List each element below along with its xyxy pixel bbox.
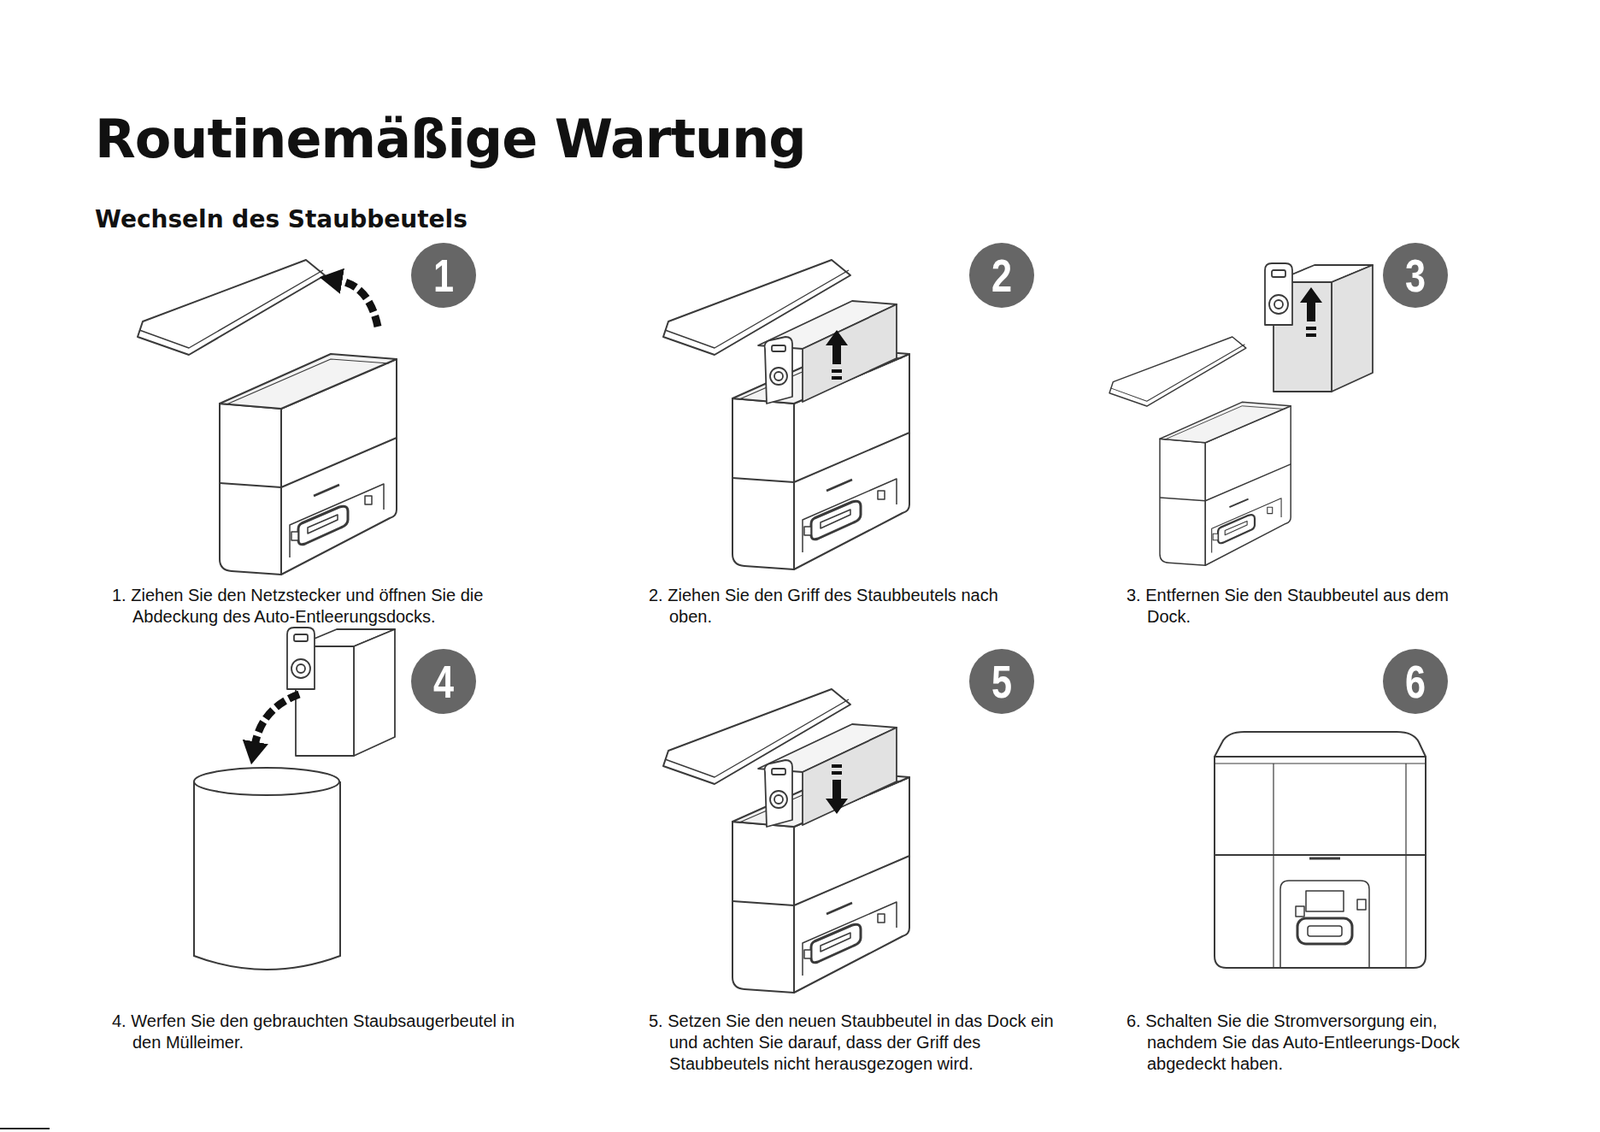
dock-lid	[1214, 731, 1426, 757]
dust-bag	[758, 300, 897, 404]
closed-dock	[1214, 731, 1426, 968]
step-number: 5	[969, 648, 1035, 714]
face-edge	[1272, 763, 1274, 968]
lid-edge	[1214, 762, 1426, 764]
up-arrow	[825, 329, 848, 380]
step-caption: 5. Setzen Sie den neuen Staubbeutel in d…	[648, 1010, 1059, 1075]
step-number: 1	[411, 242, 477, 308]
step-number: 3	[1382, 242, 1448, 308]
dust-bag	[287, 627, 395, 756]
trash-bin	[194, 781, 341, 970]
step-number-text: 1	[433, 248, 454, 302]
dust-bag	[758, 723, 897, 827]
dock-handle-inner	[1307, 925, 1342, 936]
step-number: 4	[411, 648, 477, 714]
up-arrow	[1300, 287, 1323, 337]
body-seam	[1214, 853, 1426, 856]
curved-arrow	[254, 694, 300, 746]
base-opening	[1280, 880, 1370, 968]
dock-lid	[137, 259, 325, 355]
face-edge	[1405, 763, 1406, 968]
step-number-text: 3	[1405, 248, 1426, 302]
section-heading: Wechseln des Staubbeutels	[94, 205, 468, 235]
step-number-text: 4	[433, 654, 454, 708]
step-caption: 1. Ziehen Sie den Netzstecker und öffnen…	[111, 584, 540, 628]
dock-body	[1214, 756, 1426, 968]
dock-handle	[1297, 917, 1353, 944]
step-number-text: 2	[991, 248, 1012, 302]
step-number: 2	[969, 242, 1035, 308]
dust-bag	[1264, 263, 1373, 392]
footer-rule	[0, 1127, 50, 1130]
step-number: 6	[1382, 648, 1448, 714]
auto-empty-dock	[219, 353, 397, 575]
step-caption: 4. Werfen Sie den gebrauchten Staubsauge…	[111, 1010, 531, 1053]
down-arrow	[825, 764, 848, 814]
indicator	[1309, 857, 1341, 860]
step-number-text: 6	[1405, 654, 1426, 708]
dock-lid	[1109, 336, 1247, 406]
page-title: Routinemäßige Wartung	[94, 112, 806, 166]
step-caption: 2. Ziehen Sie den Griff des Staubbeutels…	[648, 584, 1025, 628]
step-caption: 3. Entfernen Sie den Staubbeutel aus dem…	[1126, 584, 1469, 628]
contact	[1357, 899, 1366, 910]
recess	[1305, 890, 1344, 912]
step-number-text: 5	[991, 654, 1012, 708]
step-caption: 6. Schalten Sie die Stromversorgung ein,…	[1126, 1010, 1512, 1075]
auto-empty-dock	[1159, 401, 1291, 565]
trash-bin-rim	[194, 767, 340, 795]
contact	[1295, 905, 1305, 917]
curved-arrow	[338, 280, 378, 327]
